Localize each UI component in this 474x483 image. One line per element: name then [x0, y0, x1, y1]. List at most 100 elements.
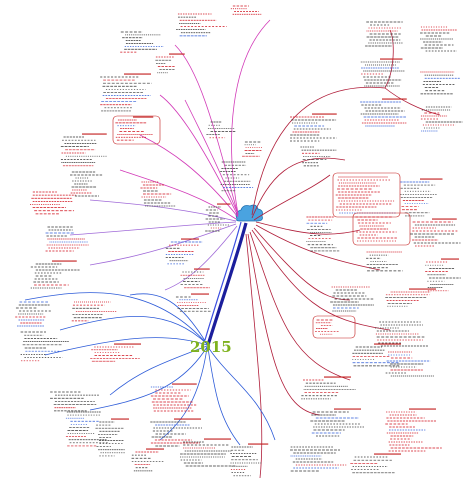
note-cluster[interactable] — [120, 31, 164, 53]
note-cluster[interactable] — [45, 226, 89, 252]
note-frame — [112, 115, 161, 145]
note-cluster[interactable] — [420, 106, 463, 132]
note-cluster[interactable] — [176, 13, 227, 37]
branch-line — [164, 225, 238, 291]
note-cluster[interactable] — [301, 376, 356, 400]
note-cluster[interactable] — [205, 203, 231, 232]
lower-left-branches — [24, 292, 276, 446]
note-cluster[interactable] — [100, 73, 152, 112]
underline-accent — [324, 376, 351, 378]
note-cluster[interactable] — [310, 408, 365, 437]
note-cluster[interactable] — [165, 238, 203, 265]
center-year-label: 2015 — [190, 338, 232, 356]
note-cluster[interactable] — [20, 331, 70, 362]
underline-accent — [432, 218, 457, 220]
branch-line — [249, 231, 351, 381]
note-cluster[interactable] — [175, 293, 211, 312]
note-cluster[interactable] — [360, 58, 405, 87]
detail-clusters — [15, 5, 463, 477]
underline-accent — [114, 343, 141, 345]
note-cluster[interactable] — [290, 113, 337, 142]
underline-accent — [169, 53, 185, 55]
underline-accent — [380, 58, 403, 60]
note-cluster[interactable] — [150, 418, 202, 447]
note-cluster[interactable] — [385, 288, 436, 307]
note-cluster[interactable] — [330, 286, 375, 312]
central-hub-node[interactable] — [235, 204, 263, 222]
note-cluster[interactable] — [220, 161, 254, 192]
note-cluster[interactable] — [332, 172, 401, 218]
note-cluster[interactable] — [230, 443, 269, 477]
branch-line — [251, 157, 346, 219]
branch-line — [89, 223, 237, 266]
note-cluster[interactable] — [30, 191, 76, 215]
note-cluster[interactable] — [242, 141, 263, 157]
note-cluster[interactable] — [352, 343, 401, 367]
note-cluster[interactable] — [306, 216, 340, 252]
branch-line — [251, 229, 391, 331]
note-cluster[interactable] — [150, 383, 197, 412]
note-cluster[interactable] — [180, 438, 237, 467]
underline-accent — [194, 268, 210, 270]
branch-line — [245, 233, 263, 479]
underline-accent — [146, 448, 164, 450]
branch-line — [89, 346, 208, 411]
note-cluster[interactable] — [350, 453, 401, 474]
branch-line — [184, 99, 239, 215]
note-cluster[interactable] — [360, 98, 407, 127]
note-cluster[interactable] — [425, 258, 461, 292]
note-cluster[interactable] — [60, 133, 108, 167]
note-cluster[interactable] — [420, 26, 458, 52]
underline-accent — [174, 418, 201, 420]
note-cluster[interactable] — [180, 268, 210, 289]
note-cluster[interactable] — [90, 343, 141, 362]
note-cluster[interactable] — [400, 178, 443, 217]
note-cluster[interactable] — [112, 115, 161, 145]
underline-accent — [374, 343, 401, 345]
branch-line — [251, 86, 386, 216]
underline-accent — [374, 453, 401, 455]
note-cluster[interactable] — [420, 71, 461, 95]
underline-accent — [409, 288, 436, 290]
note-cluster[interactable] — [70, 171, 104, 197]
underline-accent — [181, 238, 199, 240]
note-cluster[interactable] — [300, 146, 337, 167]
note-cluster[interactable] — [30, 260, 80, 289]
note-cluster[interactable] — [352, 212, 411, 246]
note-cluster[interactable] — [230, 5, 262, 15]
note-frame — [352, 212, 411, 246]
note-cluster[interactable] — [385, 351, 434, 377]
underline-accent — [133, 116, 154, 118]
branch-line — [207, 346, 276, 441]
note-cluster[interactable] — [71, 301, 117, 322]
note-cluster[interactable] — [131, 448, 164, 472]
note-cluster[interactable] — [290, 446, 347, 472]
note-cluster[interactable] — [15, 301, 52, 327]
note-cluster[interactable] — [366, 251, 403, 272]
branch-line — [119, 169, 237, 220]
branch-line — [59, 316, 208, 345]
note-cluster[interactable] — [206, 121, 236, 139]
note-cluster[interactable] — [155, 53, 185, 74]
branch-line — [255, 221, 361, 235]
note-cluster[interactable] — [365, 21, 403, 47]
note-cluster[interactable] — [140, 181, 176, 207]
note-cluster[interactable] — [65, 411, 108, 447]
branch-line — [253, 174, 331, 221]
underline-accent — [382, 98, 407, 100]
branch-line — [159, 94, 239, 217]
note-cluster[interactable] — [410, 218, 461, 247]
branch-line — [384, 87, 441, 116]
note-cluster[interactable] — [312, 315, 356, 339]
branch-line — [247, 233, 321, 416]
branch-line — [174, 44, 239, 216]
underline-accent — [217, 203, 231, 205]
note-cluster[interactable] — [385, 408, 442, 452]
note-cluster[interactable] — [95, 418, 129, 457]
main-trunk — [204, 221, 248, 346]
note-cluster[interactable] — [50, 391, 100, 412]
branch-line — [159, 347, 208, 441]
note-cluster[interactable] — [375, 321, 429, 347]
underline-accent — [82, 133, 107, 135]
branch-line — [231, 19, 271, 215]
